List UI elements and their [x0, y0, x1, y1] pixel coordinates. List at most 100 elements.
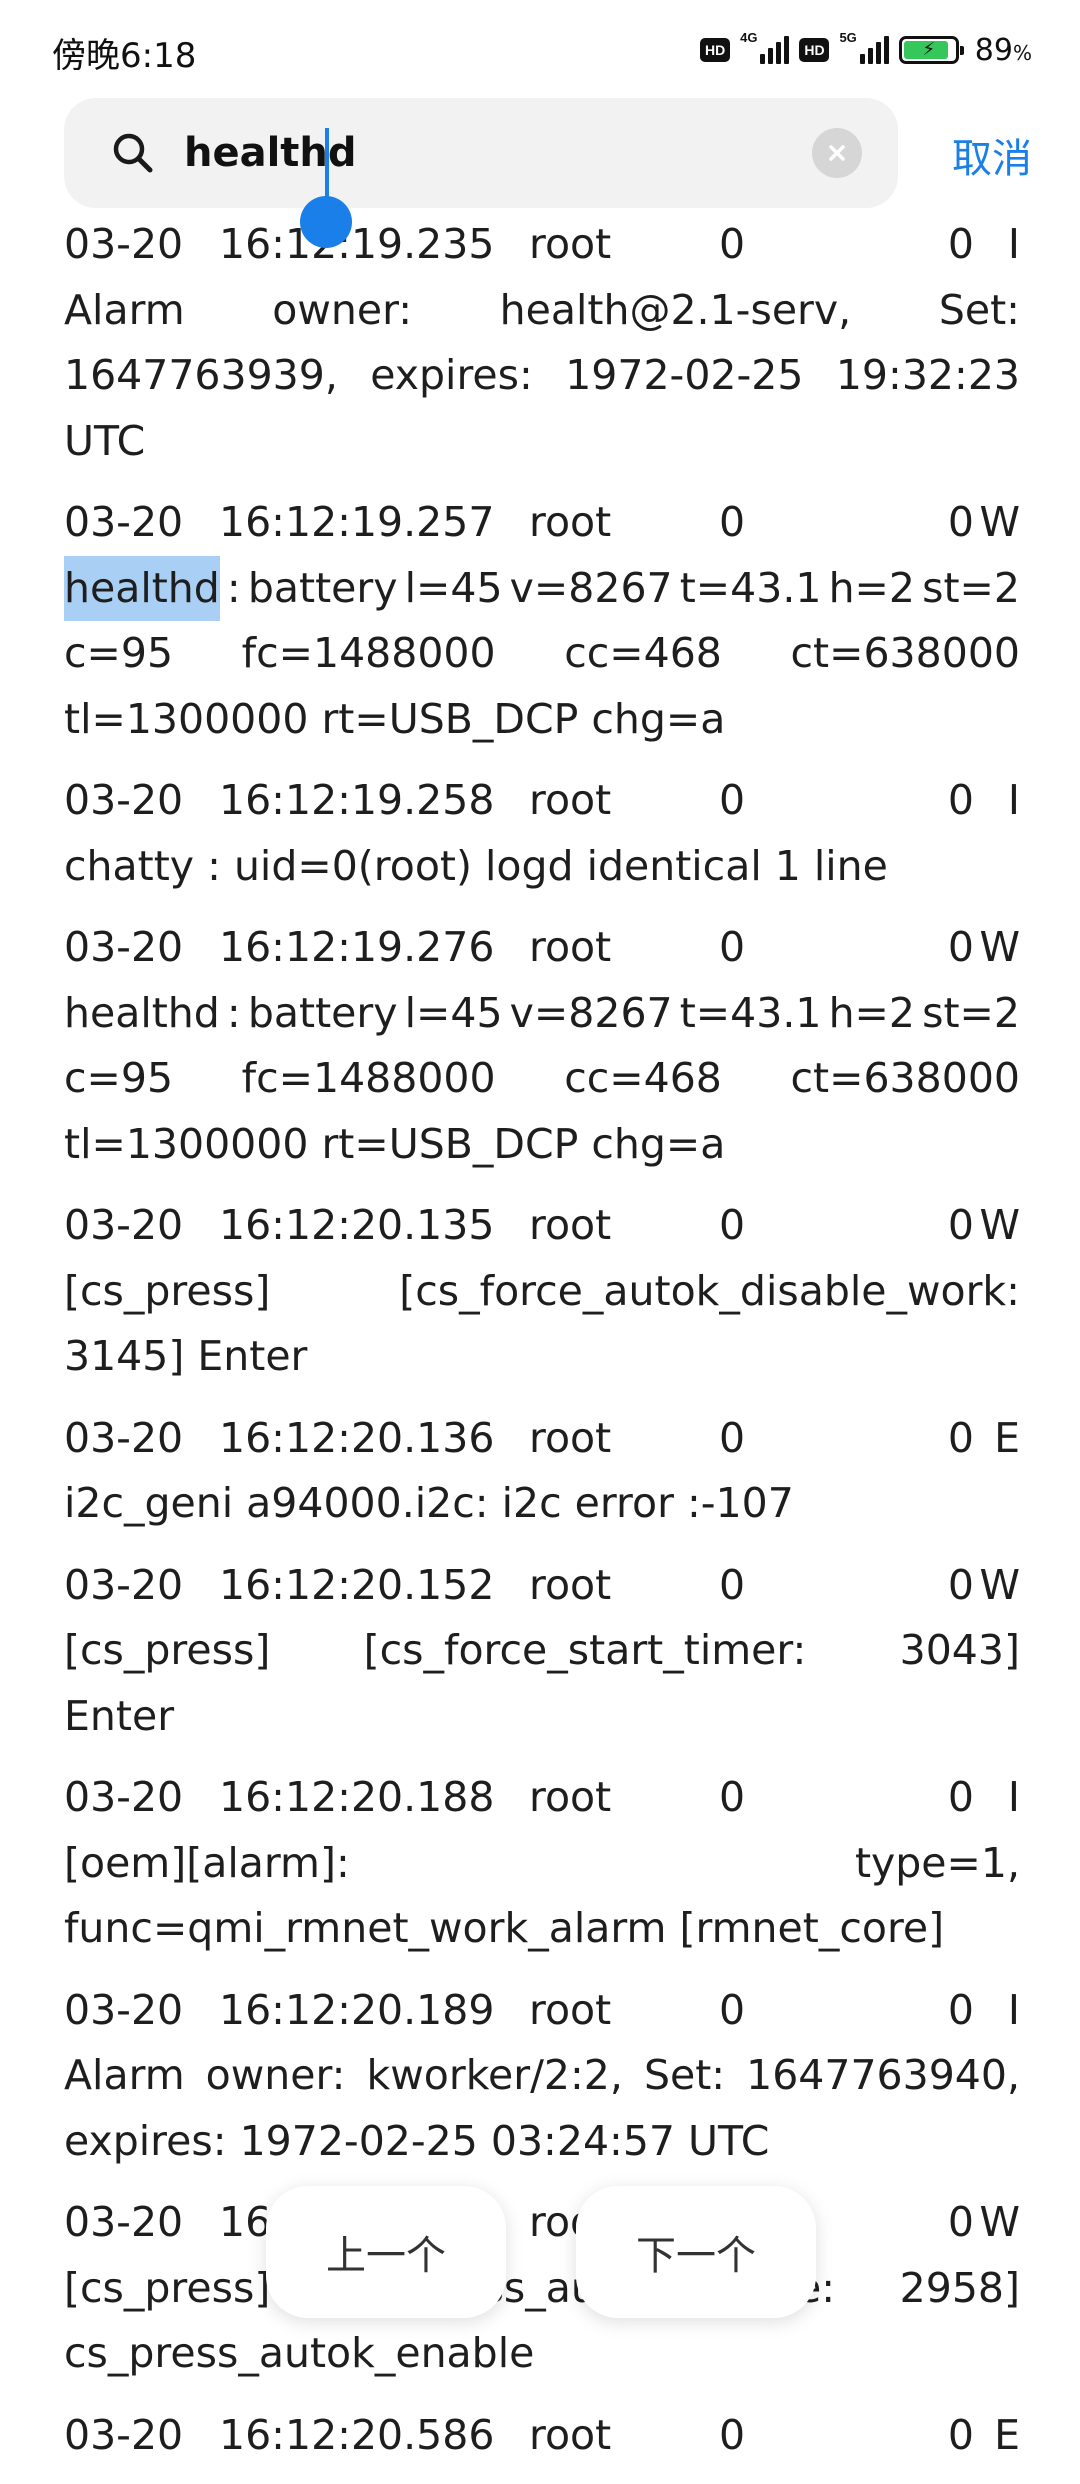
- search-match-highlight: healthd: [64, 555, 220, 621]
- log-level: E: [994, 1413, 1020, 1462]
- log-pid: 0: [719, 1201, 746, 1249]
- log-tid: 0: [947, 498, 974, 546]
- log-message-word: battery: [247, 988, 398, 1037]
- log-message-line: [cs_press][cs_press_autok_enable:2958]: [64, 2256, 1020, 2322]
- log-user: root: [529, 1201, 612, 1249]
- network-type-label: 4G: [740, 30, 758, 45]
- log-date: 03-20: [64, 2198, 184, 2246]
- log-tid: 0: [947, 1201, 974, 1249]
- log-level: E: [994, 2410, 1020, 2459]
- log-user: root: [529, 1773, 612, 1821]
- log-time: 16:12:20.188: [219, 1773, 495, 1821]
- log-message-word: h=2: [828, 563, 915, 612]
- log-message-word: battery: [247, 563, 398, 612]
- battery-percent: 89%: [974, 32, 1032, 68]
- log-message-word: 1647763940,: [746, 2051, 1020, 2099]
- log-message-word: t=43.1: [679, 988, 822, 1037]
- log-pid: 0: [719, 2410, 746, 2459]
- log-tid: 0: [947, 1985, 974, 2034]
- log-message-word: 19:32:23: [835, 351, 1020, 399]
- log-message-word: [cs_press]: [64, 2263, 271, 2312]
- log-date: 03-20: [64, 776, 184, 824]
- log-pid: 0: [719, 1985, 746, 2034]
- log-time: 16:12:20.136: [219, 1413, 495, 1462]
- search-bar[interactable]: [64, 98, 898, 208]
- log-entry: 03-2016:12:20.xxxroot00W[cs_press][cs_pr…: [64, 2190, 1020, 2387]
- log-pid: 0: [719, 1413, 746, 1462]
- log-message-word: tl=1300000 rt=USB_DCP chg=a: [64, 694, 726, 743]
- log-message-word: [oem][alarm]:: [64, 1838, 350, 1887]
- log-pid: 0: [719, 1560, 746, 1609]
- log-date: 03-20: [64, 1773, 184, 1821]
- log-level: I: [1007, 776, 1020, 824]
- log-message-word: [cs_force_autok_disable_work:: [399, 1266, 1020, 1315]
- log-message-word: kworker/2:2,: [366, 2051, 623, 2099]
- log-message-word: c=95: [64, 629, 174, 677]
- log-message-word: Enter: [64, 1691, 175, 1740]
- log-message-word: h=2: [828, 988, 915, 1037]
- cancel-button[interactable]: 取消: [952, 136, 1032, 182]
- log-message-line: tl=1300000 rt=USB_DCP chg=a: [64, 687, 1020, 753]
- log-message-word: c=95: [64, 1054, 174, 1102]
- log-level: I: [1007, 1985, 1020, 2034]
- log-user: root: [529, 923, 612, 971]
- next-match-button[interactable]: 下一个: [576, 2186, 816, 2318]
- log-message-line: cs_press_autok_enable: [64, 2321, 1020, 2387]
- log-pid: 0: [719, 498, 746, 546]
- log-user: root: [529, 1560, 612, 1609]
- log-message-word: [cs_force_start_timer:: [363, 1626, 807, 1674]
- log-time: 16:12:20.586: [219, 2410, 495, 2459]
- log-date: 03-20: [64, 2410, 184, 2459]
- log-user: root: [529, 2410, 612, 2459]
- log-pid: 0: [719, 776, 746, 824]
- log-message-word: ct=638000: [790, 629, 1020, 677]
- log-message-word: expires:: [370, 351, 533, 399]
- log-user: root: [529, 220, 612, 268]
- log-time: 16:12:19.276: [219, 923, 495, 971]
- log-message-word: fc=1488000: [241, 629, 496, 677]
- log-time: 16:12:20.152: [219, 1560, 495, 1609]
- log-tid: 0: [947, 1413, 974, 1462]
- charging-bolt-icon: ⚡: [922, 39, 936, 60]
- log-level: I: [1007, 1773, 1020, 1821]
- log-message-word: v=8267: [509, 563, 673, 612]
- log-message-word: 1972-02-25: [565, 351, 804, 399]
- log-time: 16:12:20.189: [219, 1985, 495, 2034]
- log-level: W: [979, 498, 1020, 546]
- log-user: root: [529, 498, 612, 546]
- log-message-word: owner:: [205, 2051, 346, 2099]
- log-message-word: Alarm: [64, 285, 185, 334]
- log-time: 16:12:19.257: [219, 498, 495, 546]
- search-input[interactable]: [180, 120, 784, 186]
- log-level: W: [979, 923, 1020, 971]
- hd-icon: HD: [799, 38, 830, 62]
- log-pid: 0: [719, 220, 746, 268]
- log-message-word: t=43.1: [679, 563, 822, 612]
- clear-search-button[interactable]: [812, 128, 862, 178]
- log-message-word: 3145] Enter: [64, 1332, 308, 1380]
- log-date: 03-20: [64, 1985, 184, 2034]
- log-date: 03-20: [64, 220, 184, 268]
- previous-match-button[interactable]: 上一个: [266, 2186, 506, 2318]
- log-date: 03-20: [64, 923, 184, 971]
- log-message-word: chatty : uid=0(root) logd identical 1 li…: [64, 841, 888, 890]
- log-message-word: v=8267: [509, 988, 673, 1037]
- cursor-handle[interactable]: [300, 196, 352, 248]
- log-level: I: [1007, 220, 1020, 268]
- log-message-line: Enter: [64, 1684, 1020, 1750]
- log-message-word: cs_press_autok_enable: [64, 2329, 535, 2377]
- log-message-line: [oem][alarm]:type=1,: [64, 1831, 1020, 1897]
- log-pid: 0: [719, 1773, 746, 1821]
- log-date: 03-20: [64, 1413, 184, 1462]
